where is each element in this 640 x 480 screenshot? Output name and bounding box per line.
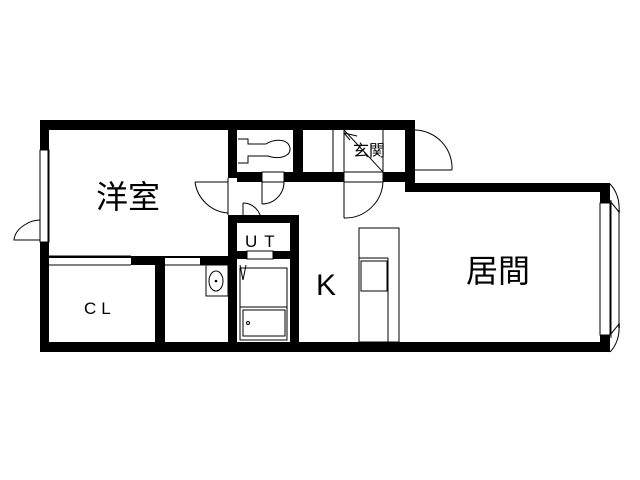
room-label-living-room: 居間: [466, 252, 531, 290]
sink-icon: [208, 270, 224, 292]
room-label-closet: CL: [84, 299, 116, 318]
room-label-western-room: 洋室: [96, 178, 161, 216]
walls: [40, 120, 610, 352]
room-label-entrance: 玄関: [353, 141, 386, 160]
room-label-kitchen: K: [316, 269, 337, 302]
toilet-icon: [238, 138, 291, 164]
room-label-utility: UT: [245, 232, 282, 251]
fixtures: [13, 129, 620, 353]
